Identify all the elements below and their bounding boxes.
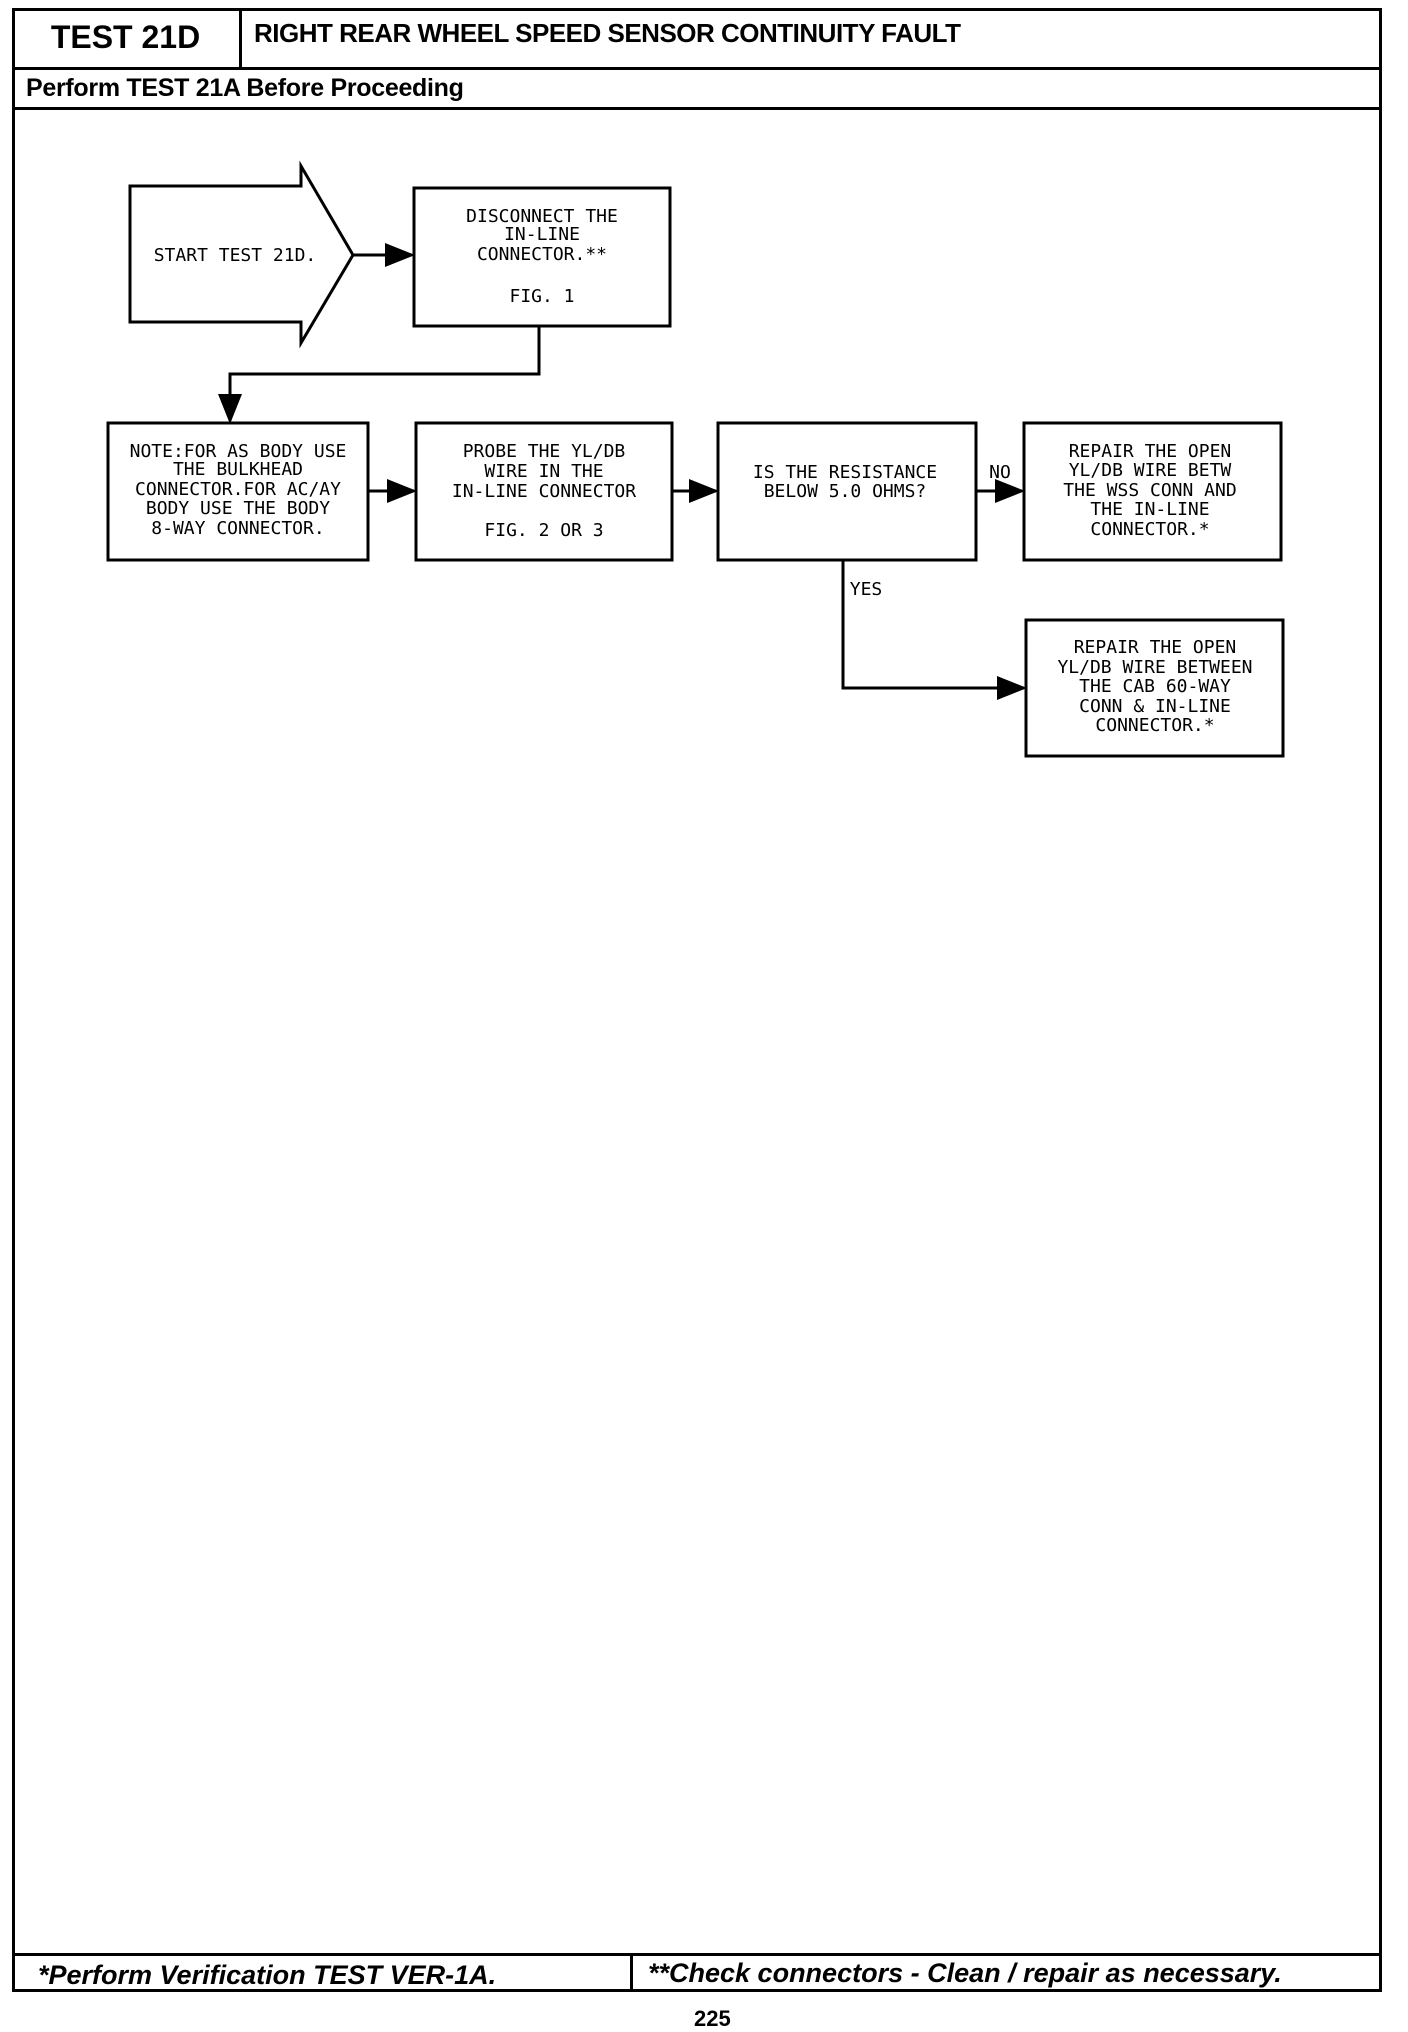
page-frame [12,8,1382,1992]
test-title: RIGHT REAR WHEEL SPEED SENSOR CONTINUITY… [254,18,961,48]
no-label: NO [989,462,1011,483]
box-text: CONNECTOR.* [1090,519,1209,540]
box-text: BODY USE THE BODY [146,498,330,519]
box-text: CONNECTOR.FOR AC/AY [135,479,341,500]
divider [630,1953,633,1992]
prerequisite-note: Perform TEST 21A Before Proceeding [26,74,464,102]
connector-arrow [218,326,541,424]
box-text: 8-WAY CONNECTOR. [151,518,324,539]
divider [12,107,1382,110]
box-text: CONNECTOR.* [1095,715,1214,736]
box-text: THE WSS CONN AND [1063,480,1236,501]
start-label: START TEST 21D. [154,245,317,266]
box-text: IN-LINE CONNECTOR [452,481,636,502]
box-text: REPAIR THE OPEN [1069,441,1232,462]
box-text: THE IN-LINE [1090,499,1209,520]
box-text: REPAIR THE OPEN [1074,637,1237,658]
box-text: IN-LINE [504,224,580,245]
box-text: THE BULKHEAD [173,459,303,480]
divider [12,1953,1382,1956]
box-text: FIG. 1 [509,286,574,307]
box-text: IS THE RESISTANCE [753,462,937,483]
box-text: PROBE THE YL/DB [463,441,626,462]
box-text: BELOW 5.0 OHMS? [764,481,927,502]
box-text: DISCONNECT THE [466,206,618,227]
connector-arrow-yes [841,560,1027,700]
footnote-connectors: **Check connectors - Clean / repair as n… [648,1958,1282,1988]
yes-label: YES [850,579,883,600]
page-number: 225 [694,2006,731,2031]
footnote-verification: *Perform Verification TEST VER-1A. [38,1960,497,1990]
box-text: CONNECTOR.** [477,244,607,265]
box-text: YL/DB WIRE BETWEEN [1057,657,1252,678]
start-arrow-shape [128,160,355,349]
divider [12,67,1382,70]
box-text: YL/DB WIRE BETW [1069,460,1232,481]
box-text: FIG. 2 OR 3 [484,520,603,541]
box-text: THE CAB 60-WAY [1079,676,1231,697]
box-text: CONN & IN-LINE [1079,696,1231,717]
box-text: NOTE:FOR AS BODY USE [130,441,347,462]
box-text: WIRE IN THE [484,461,603,482]
